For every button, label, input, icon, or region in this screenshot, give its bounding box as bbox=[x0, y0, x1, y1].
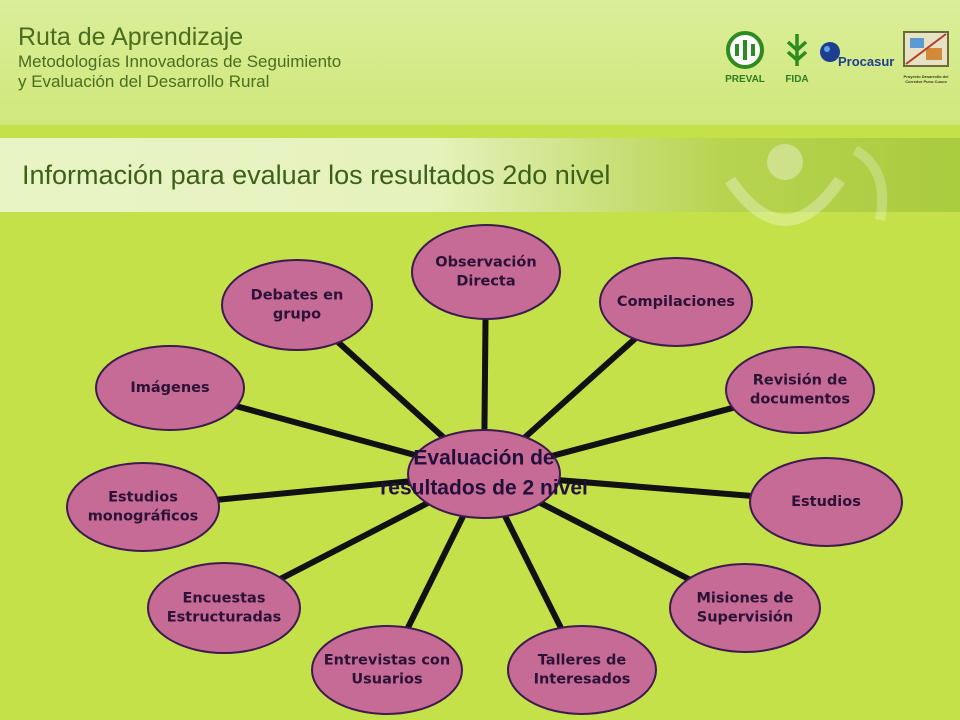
preval-logo: PREVAL bbox=[720, 30, 770, 85]
node-compilaciones: Compilaciones bbox=[599, 257, 753, 347]
node-shape-estudios bbox=[749, 457, 903, 547]
node-estudios-monograficos: Estudios monográficos bbox=[66, 462, 220, 552]
center-node-label: Evaluación de bbox=[413, 447, 554, 470]
node-label-misiones-de-supervision: Misiones de bbox=[696, 591, 793, 607]
fida-logo-icon bbox=[786, 34, 808, 66]
brand-subtitle-line1: Metodologías Innovadoras de Seguimiento bbox=[18, 52, 342, 71]
node-label-estudios-monograficos: Estudios bbox=[108, 490, 178, 506]
decorative-figure-icon bbox=[725, 144, 888, 226]
node-label-debates-en-grupo: grupo bbox=[273, 307, 321, 323]
node-shape-debates-en-grupo bbox=[221, 259, 373, 351]
node-label-talleres-de-interesados: Talleres de bbox=[538, 653, 627, 669]
procasur-logo-label: Procasur bbox=[838, 54, 895, 69]
fida-logo-label: FIDA bbox=[785, 74, 809, 85]
node-imagenes: Imágenes bbox=[95, 345, 245, 431]
node-label-encuestas-estructuradas: Encuestas bbox=[183, 591, 266, 607]
node-label-estudios-monograficos: monográficos bbox=[88, 509, 199, 525]
preval-logo-icon bbox=[726, 31, 764, 69]
node-label-estudios: Estudios bbox=[791, 494, 861, 510]
brand-block: Ruta de Aprendizaje Metodologías Innovad… bbox=[18, 22, 341, 92]
partner-logos: PREVAL FIDA Procasur Proyecto Desarrollo… bbox=[720, 30, 955, 95]
method-nodes: ObservaciónDirectaCompilacionesRevisión … bbox=[66, 224, 903, 715]
node-estudios: Estudios bbox=[749, 457, 903, 547]
node-label-observacion-directa: Observación bbox=[435, 255, 536, 271]
brand-title: Ruta de Aprendizaje bbox=[18, 23, 244, 51]
node-shape-encuestas-estructuradas bbox=[147, 562, 301, 654]
node-label-revision-de-documentos: documentos bbox=[750, 392, 850, 408]
node-shape-imagenes bbox=[95, 345, 245, 431]
center-node-shape bbox=[407, 429, 561, 519]
proyecto-logo: Proyecto Desarrollo del Corredor Puno Cu… bbox=[898, 30, 954, 84]
procasur-logo-icon bbox=[820, 42, 840, 62]
node-shape-compilaciones bbox=[599, 257, 753, 347]
center-node: Evaluación de resultados de 2 nivel bbox=[380, 429, 588, 519]
node-shape-estudios-monograficos bbox=[66, 462, 220, 552]
node-label-revision-de-documentos: Revisión de bbox=[753, 373, 848, 389]
node-revision-de-documentos: Revisión de documentos bbox=[725, 346, 875, 434]
node-shape-entrevistas-con-usuarios bbox=[311, 625, 463, 715]
proyecto-logo-label: Proyecto Desarrollo del Corredor Puno Cu… bbox=[903, 74, 949, 84]
node-shape-revision-de-documentos bbox=[725, 346, 875, 434]
brand-subtitle-line2: y Evaluación del Desarrollo Rural bbox=[18, 72, 270, 91]
center-node-label: resultados de 2 nivel bbox=[380, 477, 588, 500]
node-shape-misiones-de-supervision bbox=[669, 563, 821, 653]
page-title: Información para evaluar los resultados … bbox=[22, 160, 611, 190]
proyecto-logo-icon bbox=[903, 31, 949, 67]
node-label-imagenes: Imágenes bbox=[130, 380, 209, 396]
fida-logo: FIDA bbox=[778, 30, 816, 85]
node-shape-observacion-directa bbox=[411, 224, 561, 320]
node-label-compilaciones: Compilaciones bbox=[617, 294, 735, 310]
node-label-entrevistas-con-usuarios: Usuarios bbox=[351, 672, 422, 688]
node-talleres-de-interesados: Talleres de Interesados bbox=[507, 625, 657, 715]
node-label-entrevistas-con-usuarios: Entrevistas con bbox=[324, 653, 450, 669]
preval-logo-label: PREVAL bbox=[725, 74, 765, 85]
node-label-encuestas-estructuradas: Estructuradas bbox=[167, 610, 282, 626]
node-label-debates-en-grupo: Debates en bbox=[251, 288, 344, 304]
node-misiones-de-supervision: Misiones de Supervisión bbox=[669, 563, 821, 653]
title-band bbox=[0, 138, 960, 212]
header-banner: Ruta de Aprendizaje Metodologías Innovad… bbox=[0, 0, 960, 125]
node-label-misiones-de-supervision: Supervisión bbox=[697, 610, 793, 626]
node-label-observacion-directa: Directa bbox=[456, 274, 515, 290]
procasur-logo: Procasur bbox=[818, 30, 895, 69]
node-debates-en-grupo: Debates en grupo bbox=[221, 259, 373, 351]
node-shape-talleres-de-interesados bbox=[507, 625, 657, 715]
node-label-talleres-de-interesados: Interesados bbox=[534, 672, 631, 688]
